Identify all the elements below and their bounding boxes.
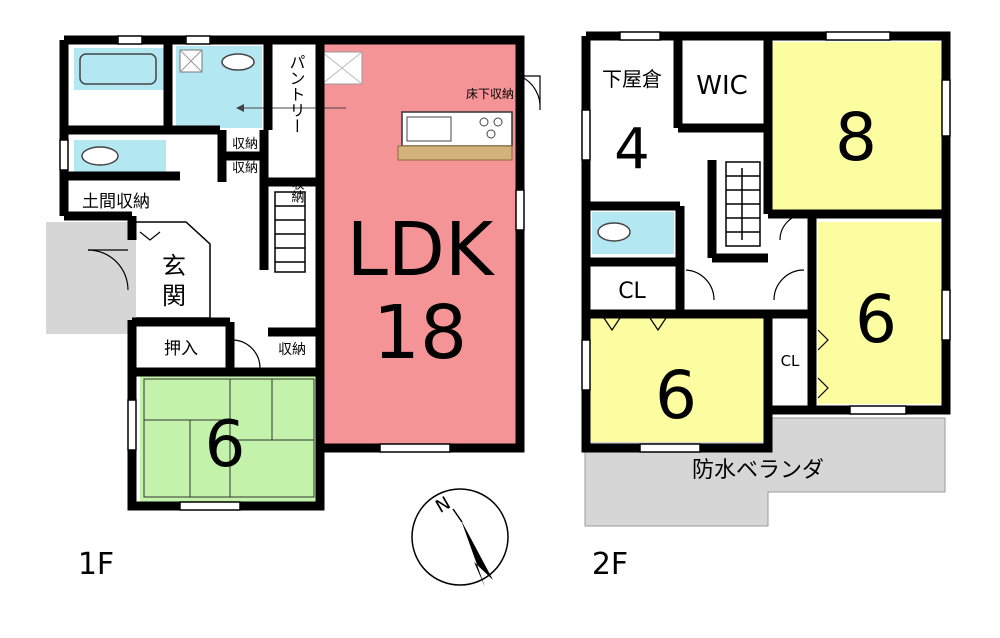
storage-a-label: 収納 [232, 137, 258, 152]
walls-1f [59, 35, 525, 511]
floor-1-label: 1F [78, 547, 114, 582]
ldk-size: 18 [373, 290, 467, 376]
toilet-2f-icon [597, 222, 631, 242]
bedroom-6-east [818, 222, 942, 404]
porch [46, 222, 136, 334]
attic-label: 下屋倉 [602, 67, 662, 91]
doors-2f [603, 213, 829, 399]
closet-a-label: CL [618, 279, 646, 304]
stairs-2f [725, 161, 761, 247]
doors-1f [87, 75, 541, 369]
genkan-label-2: 関 [162, 282, 186, 310]
kitchen-sink-icon [406, 116, 452, 142]
walls-2f [581, 31, 951, 453]
bedroom-6-west [590, 318, 766, 442]
bedroom-6-east-size: 6 [855, 281, 897, 358]
windows-1f [59, 35, 525, 511]
storage-c-label: 収納 [278, 342, 306, 358]
washitsu-size: 6 [205, 408, 246, 482]
compass-circle [411, 488, 509, 586]
balcony-label: 防水ベランダ [692, 458, 824, 483]
doma-storage-label: 土間収納 [82, 192, 150, 212]
labels: LDK 18 6 玄 関 玄関 土間収納 押入 収納 収納 収納 収納 パントリ… [78, 54, 897, 582]
underfloor-label: 床下収納 [466, 87, 514, 101]
bedroom-8-size: 8 [835, 99, 877, 176]
floor-2 [581, 31, 951, 527]
kitchen-bar [397, 145, 513, 161]
sink-icon [221, 53, 255, 71]
floor-1 [46, 35, 541, 511]
attic-size: 4 [614, 117, 650, 182]
genkan-edge [136, 221, 211, 319]
stove-icon [479, 117, 503, 139]
wic-label: WIC [696, 71, 748, 101]
storage-d-label: 収納 [289, 177, 305, 204]
ldk-room [323, 44, 517, 446]
bedroom-8 [772, 42, 942, 210]
compass-needle-icon [461, 520, 493, 587]
bedroom-6-west-size: 6 [655, 357, 697, 434]
storage-b-label: 収納 [232, 161, 258, 176]
genkan-label-1: 玄 [162, 252, 186, 280]
stairs-1f [274, 191, 306, 273]
windows-2f [581, 31, 951, 453]
ldk-label: LDK [347, 207, 496, 293]
closet-b-label: CL [781, 352, 800, 370]
compass: N [411, 488, 509, 587]
floor-2-label: 2F [592, 547, 628, 582]
toilet-icon [81, 146, 119, 166]
tatami-lines [143, 378, 315, 498]
pantry-label: パントリー [287, 54, 306, 134]
bathtub-icon [79, 53, 157, 85]
oshiire-label: 押入 [164, 339, 198, 359]
